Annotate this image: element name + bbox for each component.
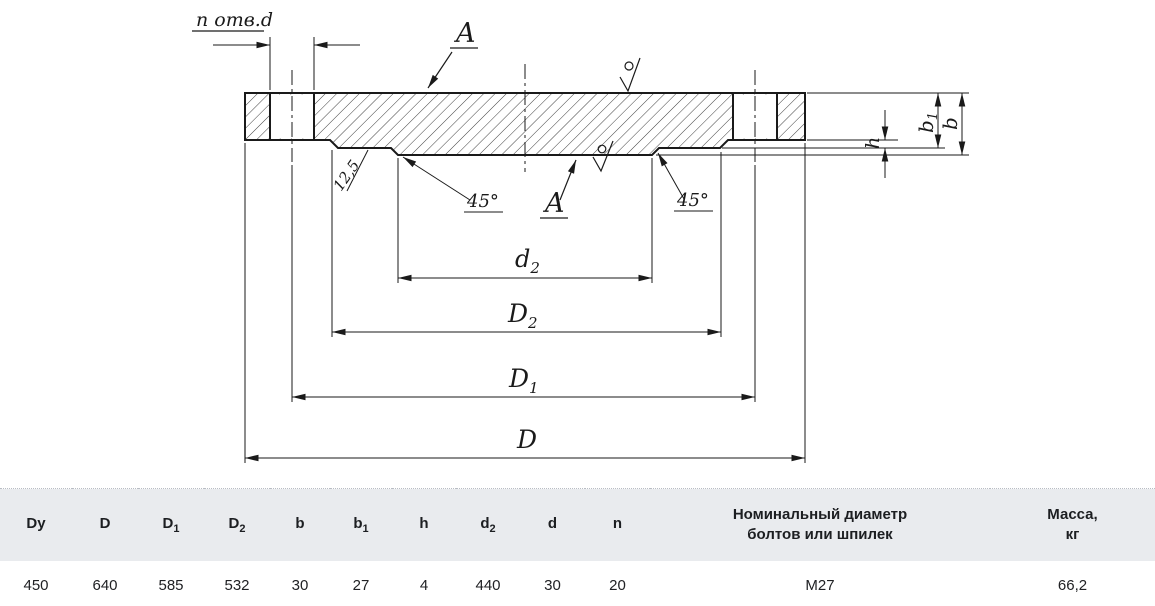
col-header-D-text: D [99,514,111,532]
dimension-D2: D2 [331,150,722,337]
col-header-D: D [72,488,138,561]
dimension-D2-sub: 2 [527,314,538,332]
dimension-b: b [938,93,966,155]
dimension-D-label: D [516,425,537,454]
col-header-h-text: h [419,514,429,532]
col-header-d2: d2 [456,488,520,561]
col-header-D1-text: D [162,514,174,532]
value-D: 640 [72,561,138,606]
col-header-b: b [270,488,330,561]
dimension-b1-base: b [914,120,938,133]
dimension-h-label: h [862,137,884,149]
section-a-top-label: A [453,18,476,49]
dimension-b1-sub: 1 [926,112,941,120]
col-header-bolt-diameter: Номинальный диаметр болтов или шпилек [650,488,990,561]
holes-note: n отв.d [192,9,360,90]
col-header-D2-sub: 2 [239,522,246,535]
section-a-mid-label: A [542,188,565,219]
value-D1: 585 [138,561,204,606]
col-header-d2-sub: 2 [489,522,496,535]
col-header-dy: Dy [0,488,72,561]
roughness-icon-top [619,57,641,93]
centerlines [291,64,756,172]
section-a-mid: A [540,159,577,219]
dimension-D2-label: D2 [507,299,538,332]
dimension-D1-sub: 1 [529,379,539,397]
col-header-bolt-diameter-text: Номинальный диаметр болтов или шпилек [732,505,908,543]
col-header-n-text: n [612,514,623,532]
roughness-value: 12,5 [330,149,369,195]
col-header-b1-text: b [353,514,363,532]
value-mass: 66,2 [990,561,1155,606]
dimension-D: D [244,143,806,463]
section-a-top: A [427,18,478,89]
col-header-D2: D2 [204,488,270,561]
flange-drawing-area: n отв.d A A [192,9,969,463]
value-h: 4 [392,561,456,606]
col-header-d: d [520,488,585,561]
dimension-D1-base: D [508,364,529,393]
right-extension-lines [656,92,969,156]
roughness-icon-mid [592,140,614,173]
chamfer-right-callout: 45° [657,152,713,212]
col-header-mass-text: Масса, кг [1047,505,1098,543]
dimension-D2-base: D [507,299,528,328]
dimension-b-label: b [938,117,962,130]
value-b1: 27 [330,561,392,606]
col-header-h: h [392,488,456,561]
chamfer-right-label: 45° [676,190,709,211]
dimension-d2-sub: 2 [529,259,540,277]
dimension-D1: D1 [291,165,756,402]
value-D2: 532 [204,561,270,606]
col-header-n: n [585,488,650,561]
col-header-b-text: b [295,514,305,532]
flange-technical-drawing: n отв.d A A [192,9,969,463]
col-header-D1: D1 [138,488,204,561]
dimension-d2: d2 [397,158,653,283]
col-header-b1: b1 [330,488,392,561]
col-header-d2-text: d [480,514,490,532]
table-value-row: 450 640 585 532 30 27 4 440 30 20 М27 66… [0,561,1155,606]
col-header-D2-text: D [228,514,240,532]
dimension-d2-base: d [515,245,530,273]
col-header-b1-sub: 1 [362,522,369,535]
holes-note-label: n отв.d [196,9,273,31]
chamfer-left-label: 45° [466,191,499,212]
value-bolt-diameter: М27 [650,561,990,606]
dimension-table: Dy D D1 D2 b b1 h d2 d n Номинальный диа… [0,488,1155,606]
dimension-h: h [862,110,889,178]
dimension-b1: b1 [914,93,942,148]
col-header-dy-text: Dy [26,514,46,532]
col-header-mass: Масса, кг [990,488,1155,561]
dimension-b1-label: b1 [914,112,941,133]
col-header-D1-sub: 1 [173,522,180,535]
table-header-row: Dy D D1 D2 b b1 h d2 d n Номинальный диа… [0,488,1155,561]
value-d: 30 [520,561,585,606]
roughness-value-label: 12,5 [330,157,364,195]
value-d2: 440 [456,561,520,606]
col-header-d-text: d [547,514,558,532]
dimension-d2-label: d2 [515,245,540,277]
dimension-D1-label: D1 [508,364,539,397]
value-dy: 450 [0,561,72,606]
chamfer-left-callout: 45° [402,156,503,213]
value-b: 30 [270,561,330,606]
value-n: 20 [585,561,650,606]
